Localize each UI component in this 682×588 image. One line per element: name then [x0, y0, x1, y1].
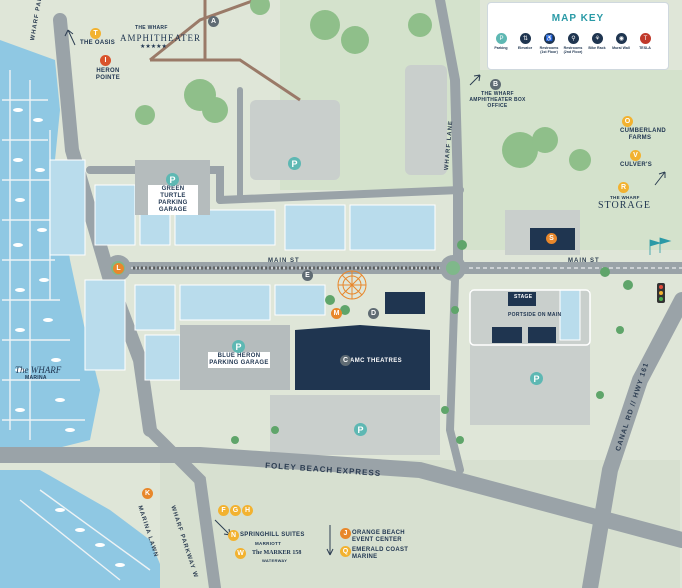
- stage-label: STAGE: [514, 294, 533, 300]
- marker-g[interactable]: G: [230, 505, 241, 516]
- marker-e[interactable]: E: [302, 270, 313, 281]
- box-office-parking: [405, 65, 447, 175]
- marker-q[interactable]: Q: [340, 546, 351, 557]
- amc-building: [295, 325, 430, 390]
- oasis-label: THE OASIS: [80, 40, 116, 46]
- ferris-wheel: [337, 270, 367, 300]
- springhill-label: SPRINGHILL SUITES: [240, 532, 305, 538]
- marker-w[interactable]: W: [235, 548, 246, 559]
- marker-b[interactable]: B: [490, 79, 501, 90]
- map-key-title: MAP KEY: [551, 13, 605, 24]
- parking-icon[interactable]: P: [530, 372, 543, 385]
- tesla-charger-icon: T: [640, 33, 651, 44]
- bike-rack-icon: ⚘: [592, 33, 603, 44]
- trees: [135, 0, 591, 171]
- marker-t[interactable]: T: [90, 28, 101, 39]
- storage-top-label: THE WHARF: [610, 195, 640, 200]
- marker-l[interactable]: L: [113, 263, 124, 274]
- amphitheater-stars: ★★★★★: [140, 44, 167, 50]
- marker-a[interactable]: A: [208, 16, 219, 27]
- direction-arrows: [64, 29, 666, 556]
- mural-wall-icon: ◉: [616, 33, 627, 44]
- north-parking-lot: [250, 100, 340, 180]
- marker-j[interactable]: J: [340, 528, 351, 539]
- amc-label: AMC THEATRES: [350, 358, 403, 364]
- elevator-icon: ⇅: [520, 33, 531, 44]
- heron-pointe-label: HERON POINTE: [95, 68, 121, 81]
- marina-sub-label: MARINA: [25, 375, 47, 381]
- map-key-label-parking: Parking: [494, 46, 508, 50]
- green-turtle-label: GREEN TURTLE PARKING GARAGE: [148, 185, 198, 215]
- map-key-label-mural: Mural Wall: [612, 46, 630, 50]
- marker-m[interactable]: M: [331, 308, 342, 319]
- orange-beach-label: ORANGE BEACH EVENT CENTER: [352, 530, 405, 543]
- restroom-upstairs-icon: ⚲: [568, 33, 579, 44]
- marker-n[interactable]: N: [228, 530, 239, 541]
- marker-hotel-sub-label: WATERWAY: [262, 558, 288, 563]
- marker-k[interactable]: K: [142, 488, 153, 499]
- cumberland-farms-label: CUMBERLAND FARMS: [620, 128, 666, 141]
- shops-north: [284, 204, 581, 341]
- marker-v[interactable]: V: [630, 150, 641, 161]
- map-key: MAP KEY P Parking ⇅ Elevator ♿ Restrooms…: [487, 2, 669, 70]
- marker-f[interactable]: F: [218, 505, 229, 516]
- palms: [231, 240, 633, 444]
- marker-r[interactable]: R: [618, 182, 629, 193]
- marker-c[interactable]: C: [340, 355, 351, 366]
- marker-hotel-label: The MARKER 158: [252, 550, 302, 556]
- amphitheater-top-label: THE WHARF: [135, 25, 168, 31]
- dark-buildings: [295, 228, 575, 390]
- map-key-label-tesla: TESLA: [639, 46, 651, 50]
- amphitheater-walkways: [149, 0, 301, 102]
- flags: [649, 237, 672, 255]
- parking-icon: P: [496, 33, 507, 44]
- amphitheater-label: AMPHITHEATER: [120, 33, 201, 43]
- parking-icon[interactable]: P: [232, 340, 245, 353]
- storage-label: STORAGE: [598, 200, 651, 211]
- marker-d[interactable]: D: [368, 308, 379, 319]
- map-key-label-bike: Bike Rack: [588, 46, 606, 50]
- map-key-label-restroom2: Restrooms (2nd Floor): [563, 46, 583, 54]
- culvers-label: CULVER'S: [620, 162, 653, 168]
- marker-o[interactable]: O: [622, 116, 633, 127]
- marina-docks: [2, 70, 151, 581]
- map-key-label-restroom1: Restrooms (1st Floor): [539, 46, 559, 54]
- box-office-label: THE WHARF AMPHITHEATER BOX OFFICE: [469, 91, 526, 109]
- marker-h[interactable]: H: [242, 505, 253, 516]
- parking-icon[interactable]: P: [354, 423, 367, 436]
- map-key-label-elevator: Elevator: [517, 46, 533, 50]
- marker-i[interactable]: I: [100, 55, 111, 66]
- marina-logo: The WHARF: [15, 365, 62, 375]
- blue-heron-label: BLUE HERON PARKING GARAGE: [208, 352, 270, 368]
- emerald-coast-label: EMERALD COAST MARINE: [352, 547, 409, 560]
- marker-s[interactable]: S: [546, 233, 557, 244]
- lower-water: [0, 470, 170, 588]
- parking-icon[interactable]: P: [166, 173, 179, 186]
- parking-icon[interactable]: P: [288, 157, 301, 170]
- road-main-st-east: MAIN ST: [568, 258, 600, 264]
- restroom-icon: ♿: [544, 33, 555, 44]
- road-main-st-west: MAIN ST: [268, 258, 300, 264]
- springhill-sub-label: MARRIOTT: [255, 541, 282, 546]
- portside-label: PORTSIDE ON MAIN: [508, 312, 562, 318]
- boats: [13, 108, 125, 567]
